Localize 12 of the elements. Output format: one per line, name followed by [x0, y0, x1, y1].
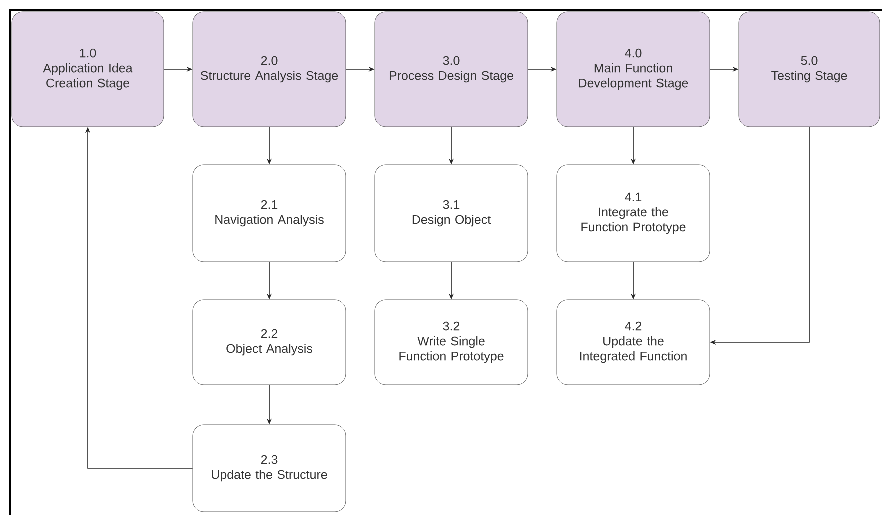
task-box: 2.3 Update the Structure: [192, 424, 346, 512]
stage-box: 5.0 Testing Stage: [738, 12, 880, 128]
task-box: 3.1 Design Object: [374, 164, 528, 262]
task-box: 3.2 Write Single Function Prototype: [374, 300, 528, 386]
stage-box: 1.0 Application Idea Creation Stage: [12, 12, 164, 128]
task-box: 4.1 Integrate the Function Prototype: [556, 164, 710, 262]
task-box: 2.2 Object Analysis: [192, 300, 346, 386]
task-box: 4.2 Update the Integrated Function: [556, 300, 710, 386]
stage-box: 3.0 Process Design Stage: [374, 12, 528, 128]
stage-box: 2.0 Structure Analysis Stage: [192, 12, 346, 128]
task-box: 2.1 Navigation Analysis: [192, 164, 346, 262]
stage-box: 4.0 Main Function Development Stage: [556, 12, 710, 128]
